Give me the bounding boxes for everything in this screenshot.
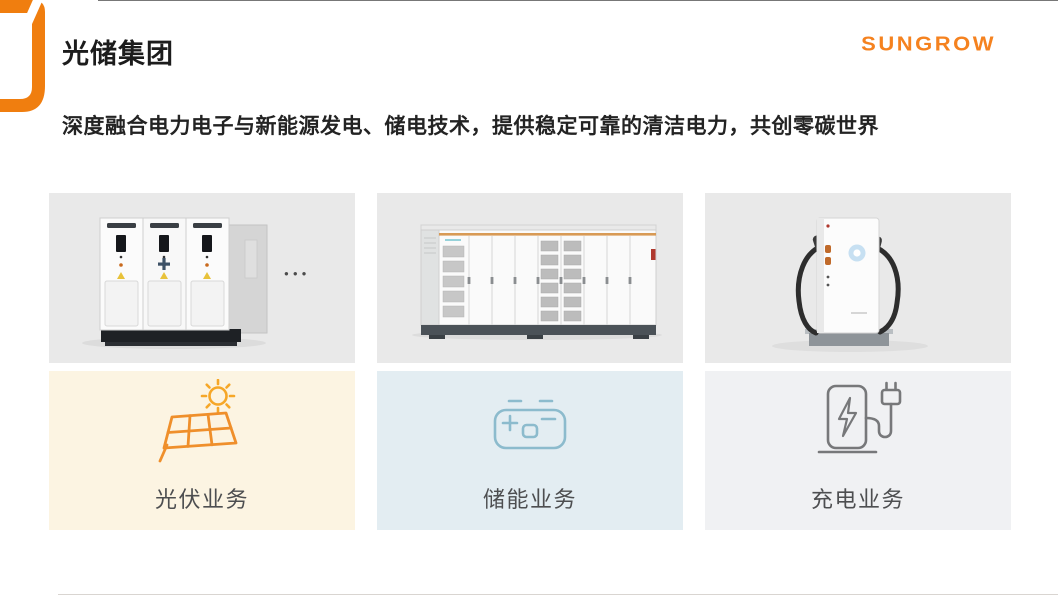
sungrow-corner-logo-icon (0, 0, 46, 112)
pv-business-card: 光伏业务 (49, 371, 355, 530)
top-edge-line (98, 0, 1058, 1)
pv-business-label: 光伏业务 (154, 487, 249, 512)
column-pv: ●●● (49, 193, 355, 530)
sungrow-wordmark: SUNGROW (861, 32, 996, 56)
business-columns: ●●● (49, 193, 1011, 530)
ev-business-card: 充电业务 (705, 371, 1011, 530)
ev-charging-station-illustration (772, 217, 928, 352)
ess-product-image (377, 193, 683, 363)
ess-business-card: 储能业务 (377, 371, 683, 530)
pv-inverter-cabinets-illustration (82, 217, 268, 349)
column-ess: 储能业务 (377, 193, 683, 530)
more-products-ellipsis: ●●● (284, 269, 311, 278)
page-subtitle: 深度融合电力电子与新能源发电、储电技术，提供稳定可靠的清洁电力，共创零碳世界 (62, 115, 879, 138)
ess-container-illustration (412, 224, 662, 340)
battery-icon (493, 399, 567, 450)
page-title: 光储集团 (62, 39, 174, 69)
ev-product-image (705, 193, 1011, 363)
plus-icon (158, 258, 170, 270)
ev-charger-plug-icon (817, 381, 902, 454)
column-ev: 充电业务 (705, 193, 1011, 530)
pv-product-image: ●●● (49, 193, 355, 363)
ev-business-label: 充电业务 (810, 487, 905, 512)
solar-panel-sun-icon (158, 379, 238, 463)
ess-business-label: 储能业务 (482, 487, 577, 512)
